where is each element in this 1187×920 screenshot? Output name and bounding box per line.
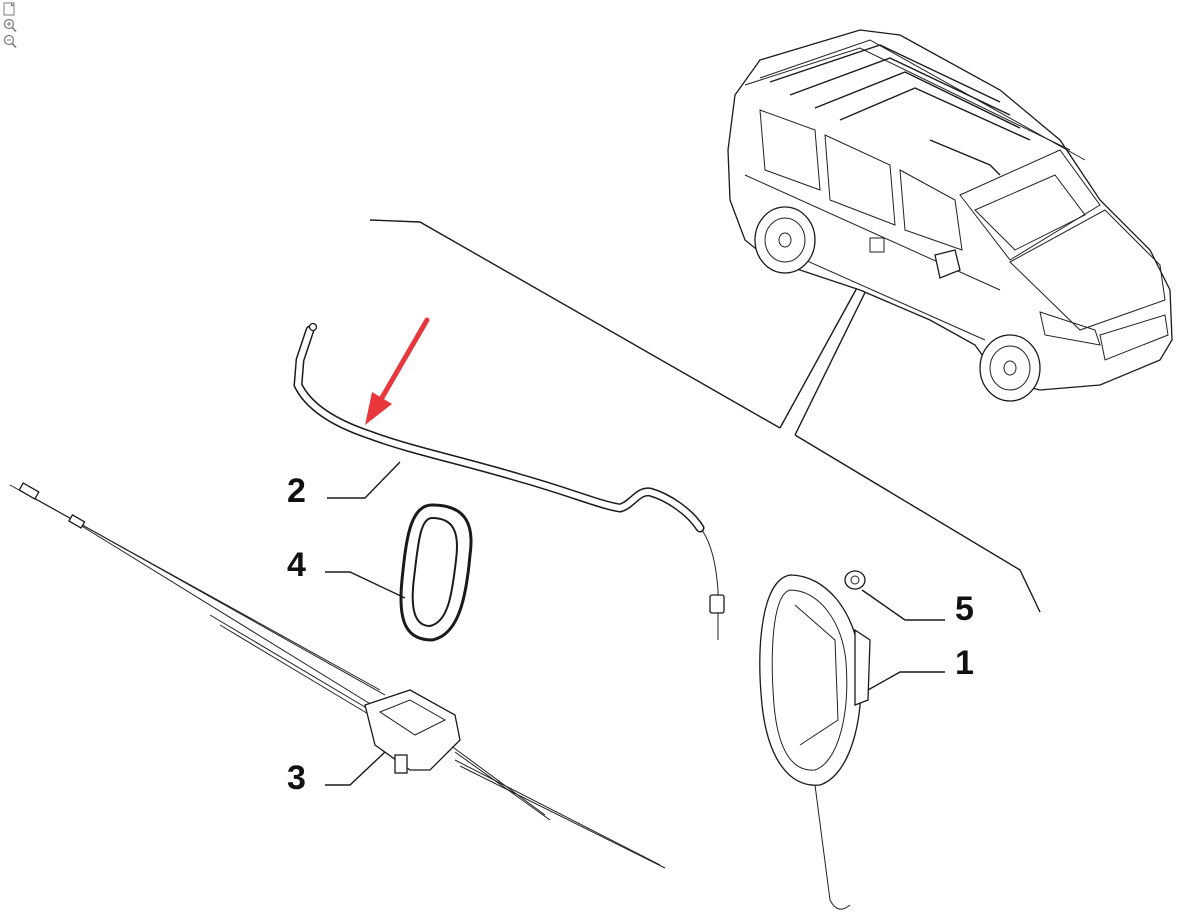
zoom-out-icon[interactable] bbox=[2, 34, 18, 49]
part-4-seal bbox=[399, 503, 473, 642]
viewer-toolbar bbox=[2, 2, 20, 49]
callout-4: 4 bbox=[287, 546, 306, 584]
part-1-door-handle bbox=[759, 574, 871, 910]
fit-page-icon[interactable] bbox=[2, 2, 18, 17]
callout-2: 2 bbox=[287, 472, 306, 510]
callout-1: 1 bbox=[955, 644, 974, 682]
callout-5: 5 bbox=[955, 590, 974, 628]
callout-3: 3 bbox=[287, 759, 306, 797]
part-3-lock-mechanism bbox=[9, 482, 666, 869]
zoom-in-icon[interactable] bbox=[2, 18, 18, 33]
leader-lines bbox=[325, 461, 945, 786]
vehicle-illustration bbox=[727, 29, 1173, 402]
part-5-grommet bbox=[844, 570, 866, 590]
part-2-cable bbox=[293, 322, 725, 640]
front-wheel bbox=[979, 334, 1041, 402]
rear-wheel bbox=[754, 206, 816, 274]
highlight-arrow bbox=[365, 317, 430, 425]
